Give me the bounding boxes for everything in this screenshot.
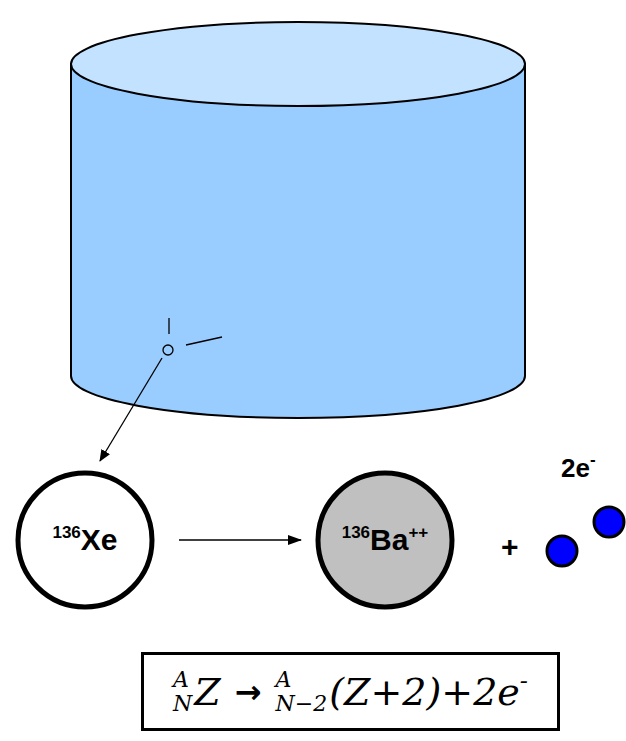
nucleus-circle: 136Xe (15, 470, 155, 610)
plus-sign: + (501, 532, 519, 562)
formula-box: ANZ→AN−2(Z+2)+2e- (141, 652, 560, 731)
prescript: N−2 (276, 692, 328, 715)
prescript-stack: AN−2 (276, 668, 328, 714)
electron-dots (547, 507, 624, 566)
formula-arrow: → (235, 673, 262, 711)
nuclide-label: 136Xe (52, 525, 117, 555)
prescript: N (173, 692, 192, 715)
zoom-arrow (100, 358, 162, 461)
prescript: A (173, 668, 189, 691)
formula-term: (Z+2)+2e- (329, 673, 528, 711)
reaction-arrow (179, 539, 301, 540)
tank-cylinder (71, 22, 525, 418)
nuclide-label: 136Ba++ (342, 525, 429, 555)
prescript: A (276, 668, 292, 691)
nucleus-circle: 136Ba++ (315, 470, 455, 610)
prescript-stack: AN (173, 668, 192, 714)
formula-term: Z (194, 673, 220, 711)
decay-vertex (163, 318, 222, 355)
electron-label: 2e- (561, 455, 596, 481)
